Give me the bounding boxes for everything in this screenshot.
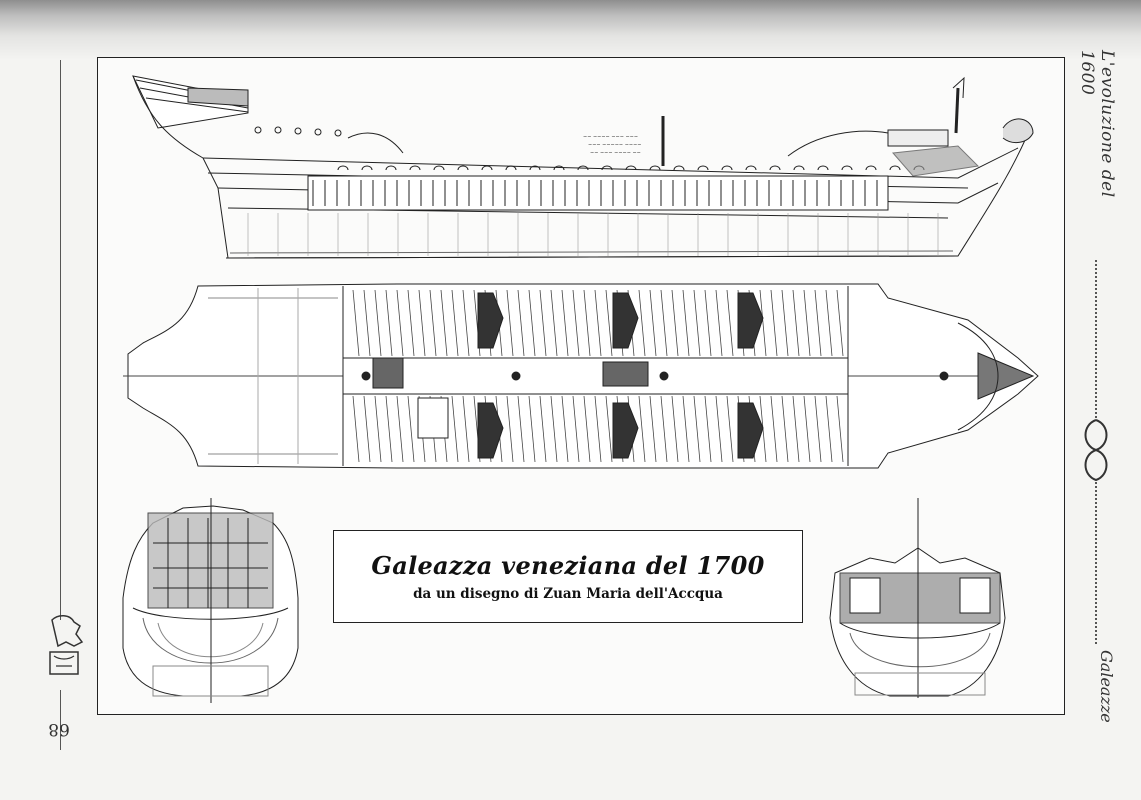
running-foot: Galeazze — [1097, 650, 1116, 723]
bow-view-drawing — [829, 498, 1006, 698]
page-number: 68 — [48, 719, 70, 739]
page-shadow — [0, 0, 1141, 60]
plate-title: Galeazza veneziana del 1700 — [371, 551, 765, 580]
rope-knot-icon — [1084, 260, 1108, 645]
ship-plans-drawing: ~~ ~~~~ ~~~ ~~~ ~~~ ~~~~~ ~~~~ ~~ ~~~ ~~… — [122, 75, 1039, 703]
plate-title-box: Galeazza veneziana del 1700 da un disegn… — [333, 530, 803, 623]
plate-frame: ~~ ~~~~ ~~~ ~~~ ~~~ ~~~~~ ~~~~ ~~ ~~~ ~~… — [97, 57, 1065, 715]
gutter-line — [60, 690, 61, 750]
side-elevation-drawing: ~~ ~~~~ ~~~ ~~~ ~~~ ~~~~~ ~~~~ ~~ ~~~ ~~… — [132, 75, 1034, 259]
gutter-line — [60, 60, 61, 620]
svg-text:~~~ ~~~~~ ~~~~: ~~~ ~~~~~ ~~~~ — [588, 142, 641, 148]
running-head: L'evoluzione del 1600 — [1077, 50, 1117, 198]
svg-text:~~ ~~~~ ~~~ ~~~: ~~ ~~~~ ~~~ ~~~ — [583, 134, 638, 140]
lion-emblem-icon — [49, 615, 84, 675]
plan-view-drawing — [123, 283, 1039, 469]
svg-text:~~ ~~~ ~~~~ ~~: ~~ ~~~ ~~~~ ~~ — [590, 150, 641, 156]
stern-view-drawing — [122, 498, 299, 703]
plate-subtitle: da un disegno di Zuan Maria dell'Accqua — [413, 586, 723, 602]
